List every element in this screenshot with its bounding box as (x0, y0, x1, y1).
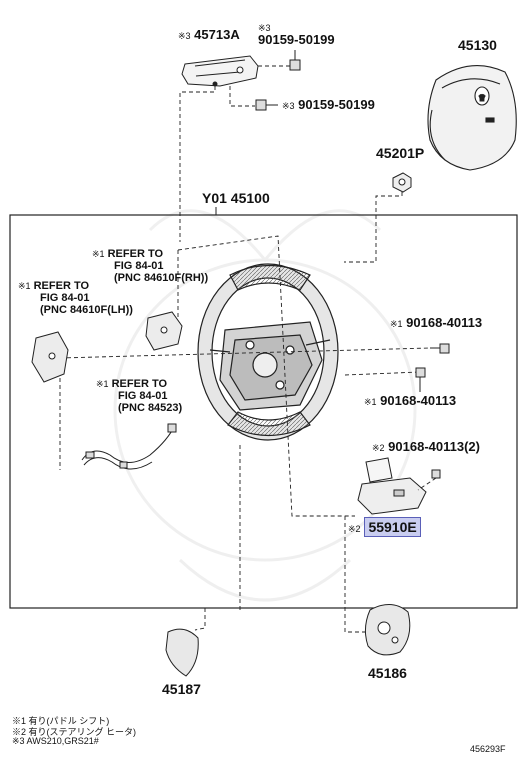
partno-45201p: 45201P (376, 145, 425, 161)
ref-84523[interactable]: ※1 REFER TO FIG 84-01 (PNC 84523) (96, 378, 182, 414)
label-45201p[interactable]: 45201P (376, 146, 424, 160)
partno-45186: 45186 (368, 665, 407, 681)
figure-id: 456293F (470, 744, 506, 754)
ref-84523-line1: REFER TO (111, 378, 168, 390)
label-90159-top[interactable]: ※3 90159-50199 (258, 23, 335, 47)
partno-45187: 45187 (162, 681, 201, 697)
footnote-2: ※2 有り(ステアリング ヒータ) (12, 727, 137, 737)
heater-ecu-shape (357, 457, 441, 515)
ref-84523-line2: FIG 84-01 (118, 390, 168, 402)
ref-84523-line3: (PNC 84523) (118, 402, 183, 414)
footnote-3: ※3 AWS210,GRS21# (12, 736, 99, 746)
mark-90159-top: ※3 (258, 23, 271, 33)
paddle-rh-shape (145, 311, 183, 351)
bolt-top-shape (289, 50, 301, 71)
mark-55910e: ※2 (348, 524, 361, 534)
label-90168-b[interactable]: ※1 90168-40113 (364, 394, 456, 407)
label-45713a[interactable]: ※3 45713A (178, 28, 240, 41)
ref-rh[interactable]: ※1 REFER TO FIG 84-01 (PNC 84610F(RH)) (92, 248, 208, 284)
partno-90159-mid: 90159-50199 (298, 97, 375, 112)
mark-90159-mid: ※3 (282, 101, 295, 111)
partno-90168-c: 90168-40113(2) (388, 439, 480, 454)
ref-lh-line3: (PNC 84610F(LH)) (40, 304, 133, 316)
ref-rh-line1: REFER TO (107, 248, 164, 260)
steering-wheel-shape (197, 263, 339, 441)
ref-84523-mark: ※1 (96, 379, 109, 389)
label-90168-a[interactable]: ※1 90168-40113 (390, 316, 482, 329)
bolt-mid-shape (255, 99, 278, 111)
partno-55910e-highlight[interactable]: 55910E (364, 517, 421, 537)
label-55910e[interactable]: ※2 55910E (348, 517, 421, 537)
label-45130[interactable]: 45130 (458, 38, 497, 52)
bracket-45713a-shape (181, 55, 259, 87)
label-45186[interactable]: 45186 (368, 666, 407, 680)
svg-text:♛: ♛ (478, 94, 486, 104)
partno-90168-b: 90168-40113 (380, 393, 457, 408)
mark-90168-b: ※1 (364, 397, 377, 407)
ref-rh-line3: (PNC 84610F(RH)) (114, 272, 209, 284)
partno-90168-a: 90168-40113 (406, 315, 483, 330)
ref-lh-line2: FIG 84-01 (40, 292, 90, 304)
partno-45130: 45130 (458, 37, 497, 53)
mark-90168-c: ※2 (372, 443, 385, 453)
paddle-lh-shape (31, 331, 69, 383)
label-45100[interactable]: Y01 45100 (202, 191, 270, 205)
mark-90168-a: ※1 (390, 319, 403, 329)
ref-rh-mark: ※1 (92, 249, 105, 259)
watermark (113, 209, 417, 602)
bolt-90168-a-shape (430, 343, 450, 354)
bolt-90168-b-shape (415, 367, 426, 392)
assembly-frame (9, 214, 518, 609)
label-45187[interactable]: 45187 (162, 682, 201, 696)
switch-45186-shape (364, 604, 411, 656)
partno-45713a: 45713A (194, 27, 240, 42)
mark-45713a: ※3 (178, 31, 191, 41)
ref-lh-line1: REFER TO (33, 280, 90, 292)
ref-lh-mark: ※1 (18, 281, 31, 291)
ref-lh[interactable]: ※1 REFER TO FIG 84-01 (PNC 84610F(LH)) (18, 280, 133, 316)
label-90159-mid[interactable]: ※3 90159-50199 (282, 98, 375, 111)
nut-45201p-shape (392, 172, 412, 193)
partno-90159-top: 90159-50199 (258, 32, 335, 47)
label-90168-c[interactable]: ※2 90168-40113(2) (372, 440, 480, 453)
harness-shape (81, 423, 177, 470)
ref-rh-line2: FIG 84-01 (114, 260, 164, 272)
partno-45100: Y01 45100 (202, 190, 270, 206)
cover-45187-shape (165, 628, 199, 677)
footnote-1: ※1 有り(パドル シフト) (12, 716, 110, 726)
airbag-pad-shape: ♛ (427, 65, 517, 171)
